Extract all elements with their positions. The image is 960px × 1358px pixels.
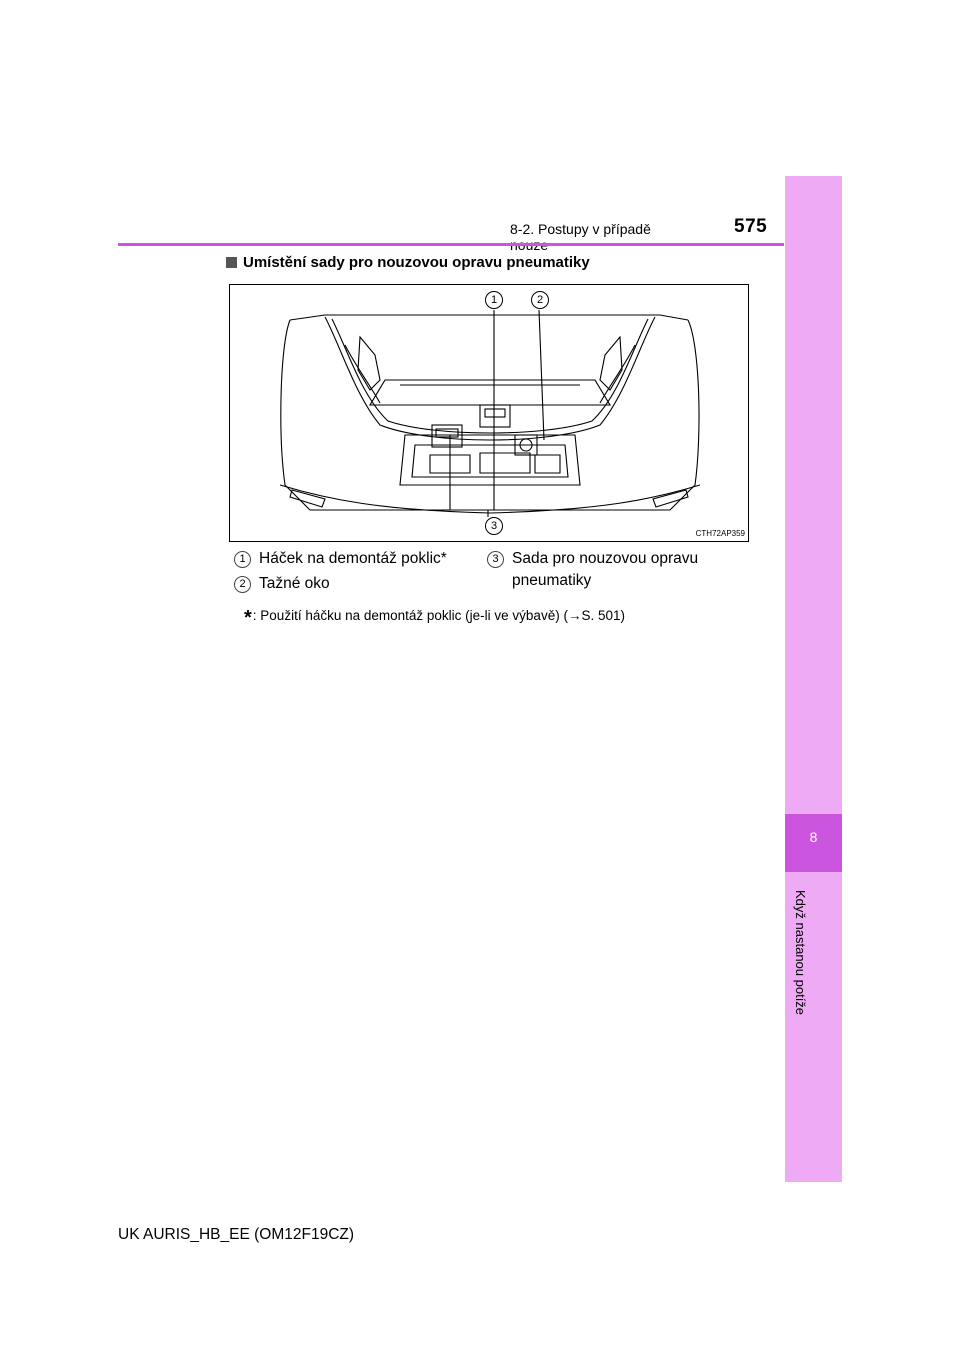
legend-badge-2: 2 [234,576,251,593]
callout-1: 1 [485,291,503,309]
trunk-illustration: 1 2 3 CTH72AP359 [229,284,749,542]
legend-badge-3-num: 3 [492,553,499,565]
section-heading-text: Umístění sady pro nouzovou opravu pneuma… [243,254,590,271]
car-trunk-drawing [279,309,701,517]
callout-3: 3 [485,517,503,535]
callout-1-label: 1 [490,294,498,306]
legend-badge-3: 3 [487,551,504,568]
callout-2-label: 2 [536,294,544,306]
footer-model-code: UK AURIS_HB_EE (OM12F19CZ) [118,1226,355,1243]
header-rule [118,243,784,246]
legend-item-2: Tažné oko [259,575,330,592]
chapter-number: 8 [809,829,818,845]
footnote-star: * [244,607,252,629]
footnote: *: Použití háčku na demontáž poklic (je-… [244,603,625,629]
page-number: 575 [734,216,768,237]
legend-badge-2-num: 2 [239,578,246,590]
legend-item-3: Sada pro nouzovou opravu pneumatiky [512,550,699,589]
legend-item-1: Háček na demontáž poklic* [259,550,447,567]
figure-code: CTH72AP359 [695,529,745,538]
square-bullet-icon [226,257,237,268]
footnote-text: : Použití háčku na demontáž poklic (je-l… [252,608,625,623]
chapter-side-tab-active [785,814,842,872]
chapter-label: Když nastanou potíže [784,878,808,1028]
chapter-side-tab [785,176,842,1182]
legend-badge-1: 1 [234,551,251,568]
chapter-label-text: Když nastanou potíže [793,890,808,1016]
section-title: 8-2. Postupy v případě nouze [510,221,651,253]
callout-2: 2 [531,291,549,309]
legend-badge-1-num: 1 [239,553,246,565]
section-heading: Umístění sady pro nouzovou opravu pneuma… [226,254,590,271]
callout-3-label: 3 [490,520,498,532]
